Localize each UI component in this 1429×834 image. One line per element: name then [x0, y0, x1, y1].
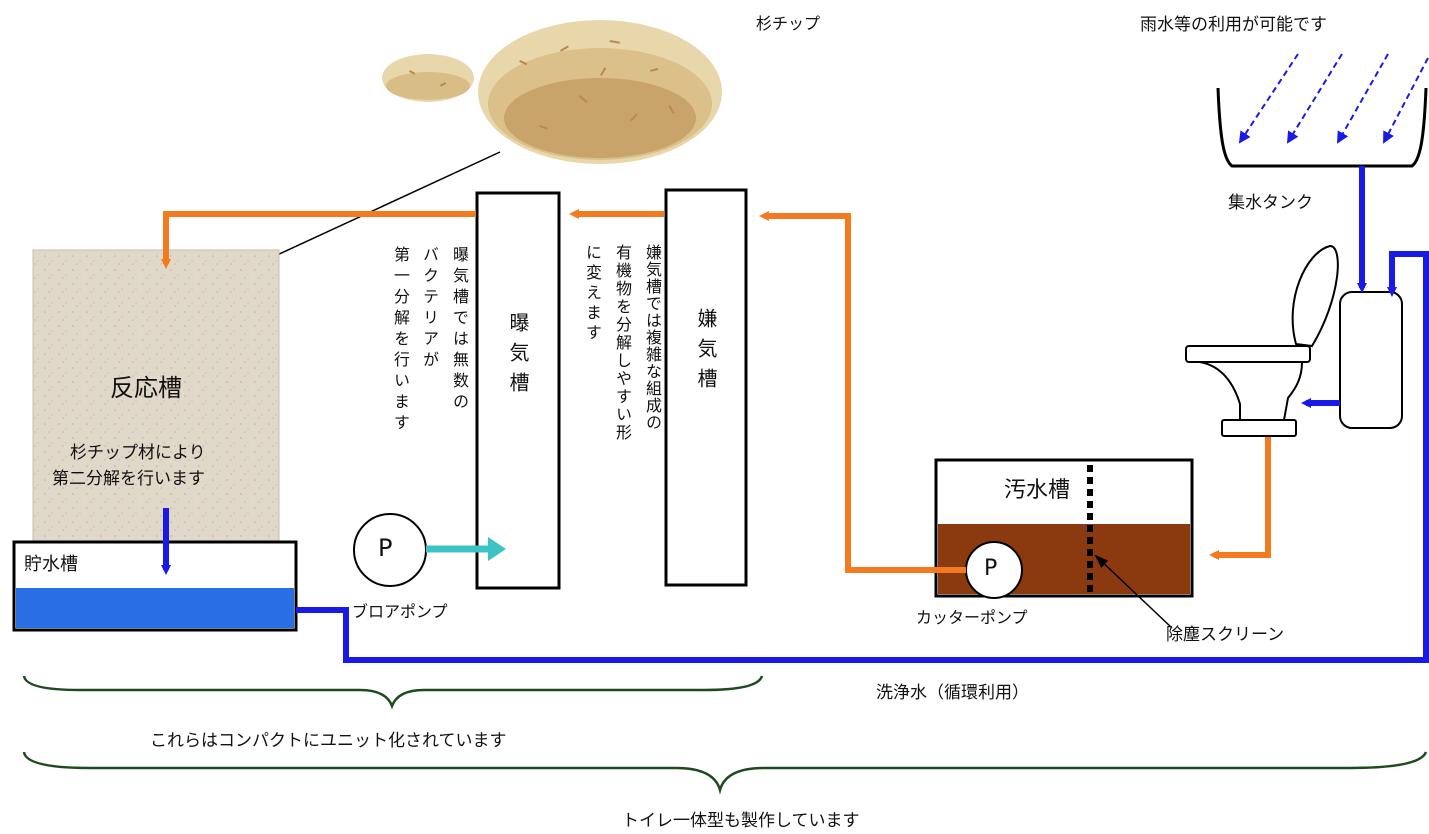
cedar-chip-label: 杉チップ — [756, 14, 821, 33]
reaction-tank — [32, 249, 280, 543]
dust-screen-leader — [1094, 554, 1173, 629]
compact-unit-note: これらはコンパクトにユニット化されています — [150, 731, 507, 751]
aeration-desc-col3: 第一分解を行います — [391, 246, 410, 435]
anaerobic-desc-col1: 嫌気槽では複雑な組成の — [643, 244, 662, 431]
sewage-tank-label: 汚水槽 — [1004, 478, 1071, 503]
cutter-pump-symbol: P — [984, 556, 998, 581]
reaction-tank-desc-1: 杉チップ材により — [70, 443, 206, 463]
blower-pump-label: ブロアポンプ — [352, 602, 448, 621]
anaerobic-tank — [664, 188, 748, 587]
aeration-tank — [475, 191, 561, 590]
chip-leader-arrow — [260, 151, 501, 263]
reaction-tank-desc-2: 第二分解を行います — [52, 469, 205, 489]
aeration-desc-col1: 曝気槽では無数の — [450, 246, 469, 414]
anaerobic-tank-label: 嫌気槽 — [694, 308, 718, 398]
clean-water-flow — [161, 166, 1429, 663]
aeration-tank-label: 曝気槽 — [506, 312, 530, 402]
toilet-integrated-note: トイレ一体型も製作しています — [622, 811, 860, 831]
collection-tank-shape — [1216, 87, 1428, 168]
reaction-tank-title: 反応槽 — [110, 374, 182, 402]
collection-tank-label: 集水タンク — [1228, 193, 1313, 213]
anaerobic-desc-col2: 有機物を分解しやすい形 — [613, 244, 632, 442]
sewage-flow — [161, 209, 1271, 573]
dust-screen-label: 除塵スクリーン — [1166, 625, 1285, 645]
cutter-pump-label: カッターポンプ — [916, 608, 1028, 627]
toilet-icon — [1185, 244, 1403, 437]
cedar-chip-pile-image — [382, 20, 722, 164]
rainwater-note: 雨水等の利用が可能です — [1140, 15, 1327, 35]
flush-water-label: 洗浄水（循環利用） — [876, 683, 1029, 703]
aeration-desc-col2: バクテリアが — [420, 246, 439, 372]
blower-pump-symbol: P — [378, 534, 393, 562]
brace-compact-unit — [22, 675, 764, 710]
rain-arrows — [1238, 53, 1429, 144]
stored-water — [16, 588, 294, 628]
anaerobic-desc-col3: に変えます — [583, 244, 602, 344]
brace-toilet-integrated — [22, 751, 1428, 795]
storage-tank-label: 貯水槽 — [24, 554, 78, 575]
